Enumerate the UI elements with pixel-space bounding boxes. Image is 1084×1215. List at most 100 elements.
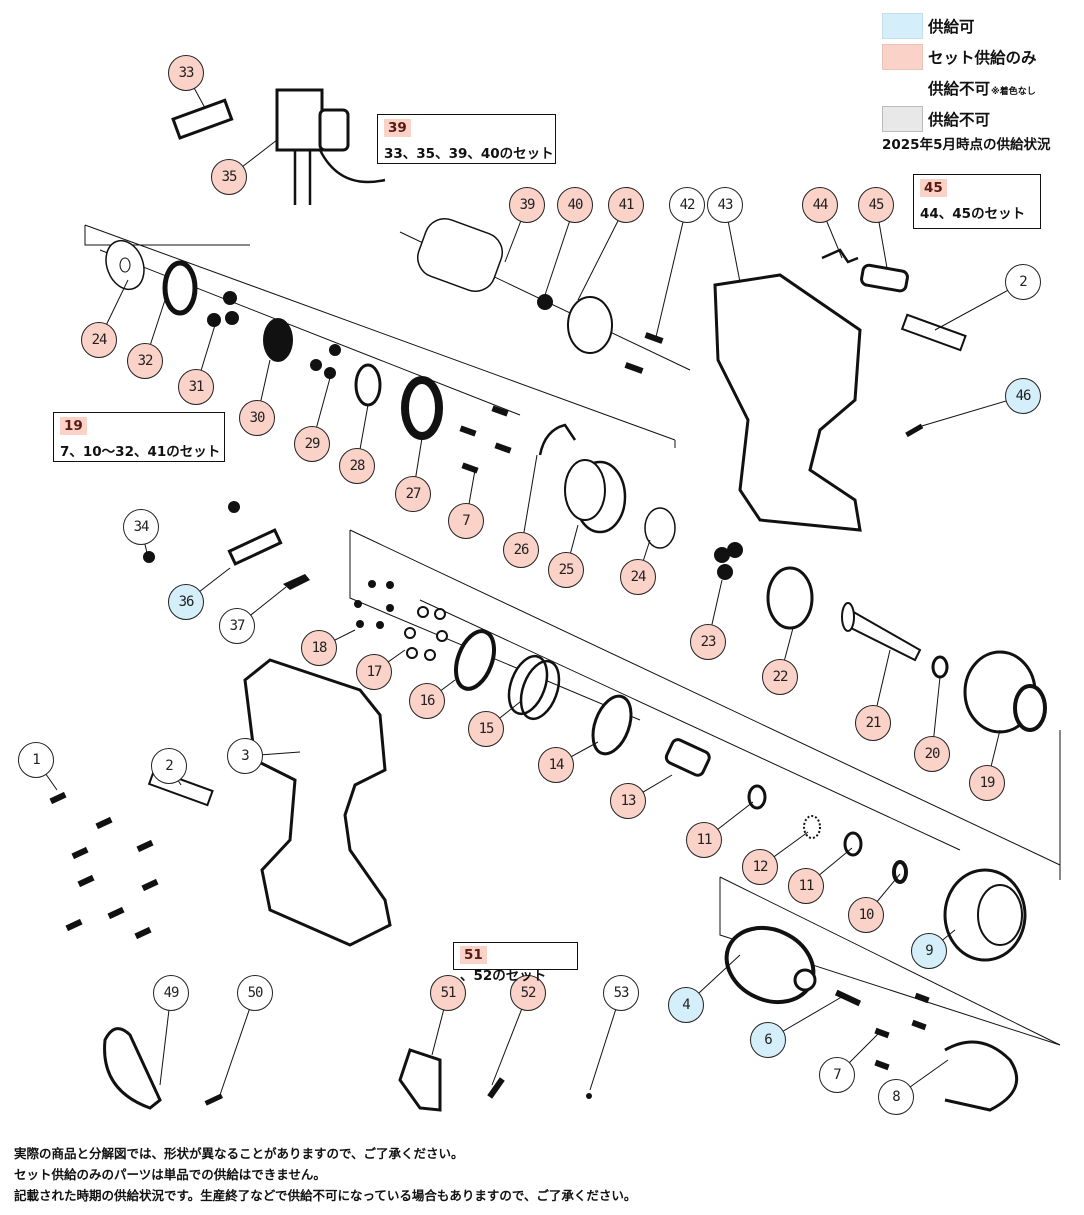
part-bubble-39[interactable]: 39 [509,187,545,223]
part-bubble-13[interactable]: 13 [610,783,646,819]
part-bubble-46[interactable]: 46 [1005,378,1041,414]
part-bubble-24[interactable]: 24 [81,322,117,358]
leader-line-42 [655,204,688,338]
set-tag: 39 [384,119,411,137]
part-bubble-11[interactable]: 11 [686,822,722,858]
part-21-spindle [843,608,922,662]
part-35-switch [275,88,324,152]
part-bubble-34[interactable]: 34 [123,509,159,545]
legend-note: ※着色なし [991,87,1036,97]
part-bubble-31[interactable]: 31 [178,369,214,405]
part-bubble-20[interactable]: 20 [914,736,950,772]
legend-row-supply: 供給可 [882,10,1037,41]
part-bubble-41[interactable]: 41 [608,187,644,223]
part-bubble-33[interactable]: 33 [168,55,204,91]
part-27-ringgear [401,376,443,440]
set-box-45: 45 44、45のセット [913,174,1041,229]
part-41-plate [567,296,613,354]
part-bubble-45[interactable]: 45 [858,187,894,223]
part-28-carrier [354,363,382,407]
part-bubble-2[interactable]: 2 [151,748,187,784]
part-bubble-11[interactable]: 11 [788,868,824,904]
swatch-setonly [882,43,923,70]
set-description: 33、35、39、40のセット [384,146,554,162]
legend-row-grey: 供給不可 [882,103,1037,134]
set-box-19: 19 7、10〜32、41のセット [53,412,225,462]
set-tag: 45 [920,179,947,197]
supply-status-date: 2025年5月時点の供給状況 [882,137,1051,153]
part-39-motor [417,218,503,292]
swatch-none [882,74,923,101]
part-bubble-16[interactable]: 16 [409,683,445,719]
part-bubble-52[interactable]: 52 [510,975,546,1011]
part-bubble-42[interactable]: 42 [669,187,705,223]
part-bubble-17[interactable]: 17 [356,654,392,690]
part-bubble-40[interactable]: 40 [557,187,593,223]
part-bubble-32[interactable]: 32 [127,343,163,379]
part-bubble-10[interactable]: 10 [848,897,884,933]
part-43-housing-left [713,273,862,532]
legend-label: セット供給のみ [928,48,1037,67]
part-36-lever [227,528,283,566]
part-bubble-35[interactable]: 35 [211,159,247,195]
part-bubble-21[interactable]: 21 [855,705,891,741]
part-32-ring [162,260,198,316]
footnotes: 実際の商品と分解図では、形状が異なることがありますので、ご了承ください。 セット… [14,1143,636,1206]
part-bubble-29[interactable]: 29 [294,426,330,462]
part-bubble-3[interactable]: 3 [227,738,263,774]
part-bubble-37[interactable]: 37 [219,608,255,644]
set-description: 44、45のセット [920,206,1026,222]
part-bubble-7[interactable]: 7 [819,1057,855,1093]
part-bubble-51[interactable]: 51 [430,975,466,1011]
part-bubble-14[interactable]: 14 [538,747,574,783]
set-tag: 19 [60,417,87,435]
part-bubble-24[interactable]: 24 [620,559,656,595]
supply-legend: 供給可 セット供給のみ 供給不可 ※着色なし 供給不可 [882,10,1037,134]
part-bubble-30[interactable]: 30 [239,400,275,436]
part-bubble-4[interactable]: 4 [668,987,704,1023]
part-bubble-50[interactable]: 50 [237,975,273,1011]
part-bubble-49[interactable]: 49 [153,975,189,1011]
set-description: 、52のセット [460,968,547,984]
part-bubble-19[interactable]: 19 [969,765,1005,801]
part-drawings [49,88,1047,1112]
footnote: 記載された時期の供給状況です。生産終了などで供給不可になっている場合もありますの… [14,1188,637,1203]
legend-row-none: 供給不可 ※着色なし [882,72,1037,103]
part-bubble-28[interactable]: 28 [339,448,375,484]
part-bubble-27[interactable]: 27 [395,476,431,512]
legend-label: 供給不可 [928,110,991,129]
part-bubble-26[interactable]: 26 [503,532,539,568]
part-bubble-1[interactable]: 1 [18,742,54,778]
part-bubble-25[interactable]: 25 [548,552,584,588]
legend-label: 供給可 [928,17,975,36]
part-15-spring [507,654,549,716]
part-bubble-44[interactable]: 44 [802,187,838,223]
part-8-cover [944,1040,1019,1112]
part-bubble-12[interactable]: 12 [742,849,778,885]
part-bubble-8[interactable]: 8 [878,1079,914,1115]
part-bubble-6[interactable]: 6 [750,1022,786,1058]
legend-row-setonly: セット供給のみ [882,41,1037,72]
set-box-51: 51 、52のセット [453,942,578,984]
footnote: 実際の商品と分解図では、形状が異なることがありますので、ご了承ください。 [14,1146,464,1161]
part-bubble-9[interactable]: 9 [911,933,947,969]
part-49-belt-hook [103,1027,162,1110]
footnote: セット供給のみのパーツは単品での供給はできません。 [14,1167,326,1182]
part-bubble-23[interactable]: 23 [690,624,726,660]
part-bubble-15[interactable]: 15 [468,711,504,747]
part-bubble-36[interactable]: 36 [168,584,204,620]
set-description: 7、10〜32、41のセット [60,444,221,460]
part-bubble-43[interactable]: 43 [707,187,743,223]
part-bubble-18[interactable]: 18 [301,630,337,666]
swatch-supply [882,12,923,39]
set-box-39: 39 33、35、39、40のセット [377,114,556,164]
part-4-chuck [724,926,816,1004]
part-bubble-7[interactable]: 7 [448,503,484,539]
part-bubble-2[interactable]: 2 [1005,264,1041,300]
part-bubble-53[interactable]: 53 [603,975,639,1011]
part-30-gear [263,318,293,362]
set-tag: 51 [460,946,487,964]
part-bubble-22[interactable]: 22 [762,659,798,695]
part-33-slider [171,98,234,140]
